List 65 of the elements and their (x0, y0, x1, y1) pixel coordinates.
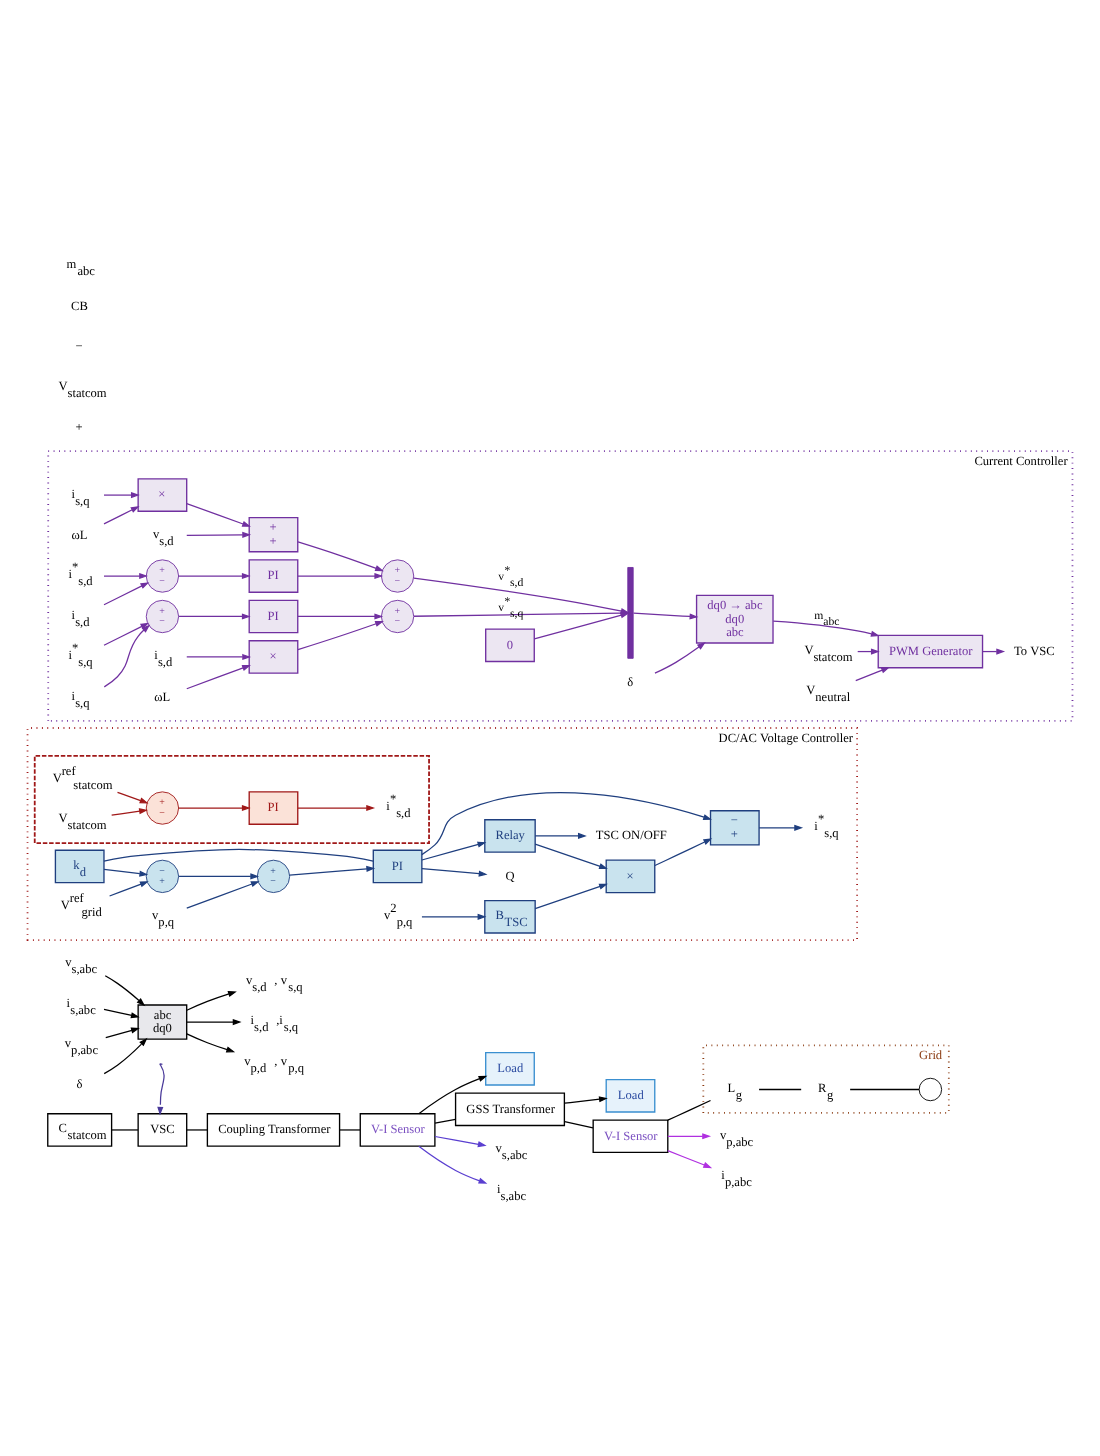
arrow (533, 612, 630, 640)
arrow (421, 913, 487, 920)
connector (758, 1088, 802, 1091)
connector (434, 1118, 457, 1124)
arrow (418, 1075, 488, 1115)
arrow (421, 867, 488, 877)
arrow (297, 621, 384, 651)
arrow (116, 791, 149, 804)
arrow (186, 1033, 236, 1053)
arrow (178, 572, 251, 580)
arrow (297, 541, 384, 572)
connector (186, 1129, 208, 1131)
arrow (654, 641, 706, 674)
cluster (33, 755, 430, 844)
arrow (104, 975, 146, 1007)
arrow (421, 841, 487, 861)
arrow (178, 804, 251, 812)
connector (111, 1129, 139, 1131)
arrow (534, 843, 608, 870)
arrow (186, 664, 251, 690)
arrow (103, 506, 140, 525)
arrow (103, 1008, 140, 1019)
arrow (178, 873, 260, 880)
arrow (103, 624, 151, 688)
arrow (418, 1145, 488, 1184)
arrow (103, 1037, 148, 1075)
arrow (632, 612, 699, 620)
arrow (758, 824, 804, 831)
node-circle (918, 1077, 943, 1102)
arrow (103, 572, 148, 580)
arrow (186, 653, 252, 661)
arrow (103, 868, 149, 877)
connector (667, 1099, 712, 1121)
arrow (772, 620, 880, 637)
arrow (297, 804, 376, 812)
arrow (654, 838, 713, 867)
arrow (186, 881, 260, 909)
arrow (186, 502, 251, 527)
arrow (297, 572, 384, 580)
arrow (434, 1135, 487, 1148)
arrow (105, 1027, 140, 1039)
arrow (564, 1096, 608, 1104)
arrow (111, 808, 148, 816)
arrow (186, 991, 237, 1011)
arrow (289, 865, 376, 876)
connector (564, 1120, 594, 1129)
connector (849, 1088, 920, 1091)
arrow (421, 792, 712, 856)
connector (339, 1129, 361, 1131)
arrow (667, 1150, 713, 1169)
connector (103, 848, 374, 862)
node-bar (627, 567, 634, 659)
arrow (103, 582, 150, 606)
arrow (108, 881, 149, 897)
arrow (157, 1063, 165, 1116)
arrow (103, 622, 150, 646)
arrow (297, 613, 384, 620)
arrow (534, 832, 587, 839)
arrow (178, 613, 251, 620)
arrow (186, 1018, 242, 1026)
arrow (667, 1133, 712, 1140)
arrow (855, 667, 891, 682)
arrow (186, 531, 252, 538)
arrow (103, 492, 140, 499)
arrow (534, 883, 608, 910)
